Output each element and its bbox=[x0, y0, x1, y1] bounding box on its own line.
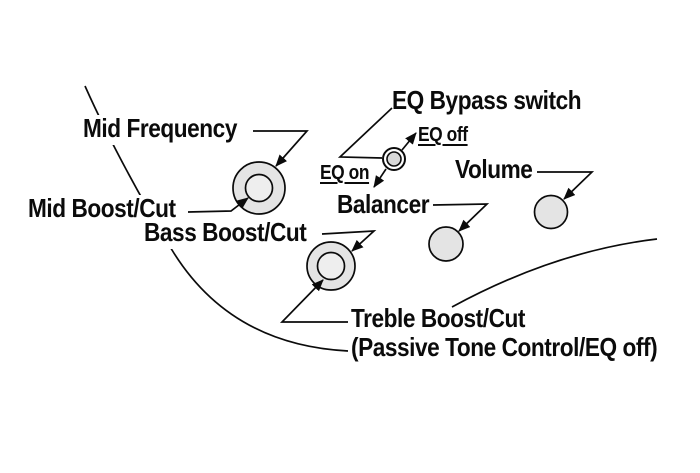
passive-tone-note-label: (Passive Tone Control/EQ off) bbox=[351, 332, 658, 362]
eq-off-text: EQ off bbox=[418, 124, 468, 146]
mid-boost-cut-pointer-arrow bbox=[187, 197, 249, 213]
balancer-knob bbox=[428, 226, 464, 262]
treble-label-block: Treble Boost/Cut (Passive Tone Control/E… bbox=[351, 303, 658, 362]
volume-pointer-arrow bbox=[537, 171, 595, 200]
mid-frequency-label: Mid Frequency bbox=[83, 113, 237, 145]
balancer-pointer-arrow bbox=[432, 203, 490, 232]
eq-bypass-switch-label: EQ Bypass switch bbox=[392, 85, 582, 115]
eq-on-text: EQ on bbox=[320, 162, 370, 184]
volume-label: Volume bbox=[455, 154, 533, 184]
eq-bypass-switch-button bbox=[386, 151, 402, 167]
balancer-label: Balancer bbox=[337, 189, 430, 219]
eq-off-label: EQ off bbox=[418, 125, 468, 145]
bass-boost-cut-pointer-arrow bbox=[321, 230, 377, 252]
switch-up-eq-off-arrow bbox=[401, 132, 417, 151]
treble-boost-cut-pointer-arrow bbox=[279, 279, 348, 323]
switch-down-eq-on-arrow bbox=[373, 168, 387, 188]
mid-boost-cut-label: Mid Boost/Cut bbox=[28, 193, 176, 225]
treble-knob-inner bbox=[316, 251, 346, 281]
mid-knob-inner bbox=[244, 173, 274, 203]
volume-knob bbox=[533, 194, 569, 230]
eq-on-label: EQ on bbox=[320, 163, 369, 183]
bass-boost-cut-label: Bass Boost/Cut bbox=[144, 217, 307, 249]
mid-frequency-pointer-arrow bbox=[253, 130, 309, 167]
body-outline-right-curve bbox=[451, 238, 658, 308]
eq-bypass-pointer-line bbox=[337, 107, 393, 159]
treble-boost-cut-label: Treble Boost/Cut bbox=[351, 303, 526, 333]
